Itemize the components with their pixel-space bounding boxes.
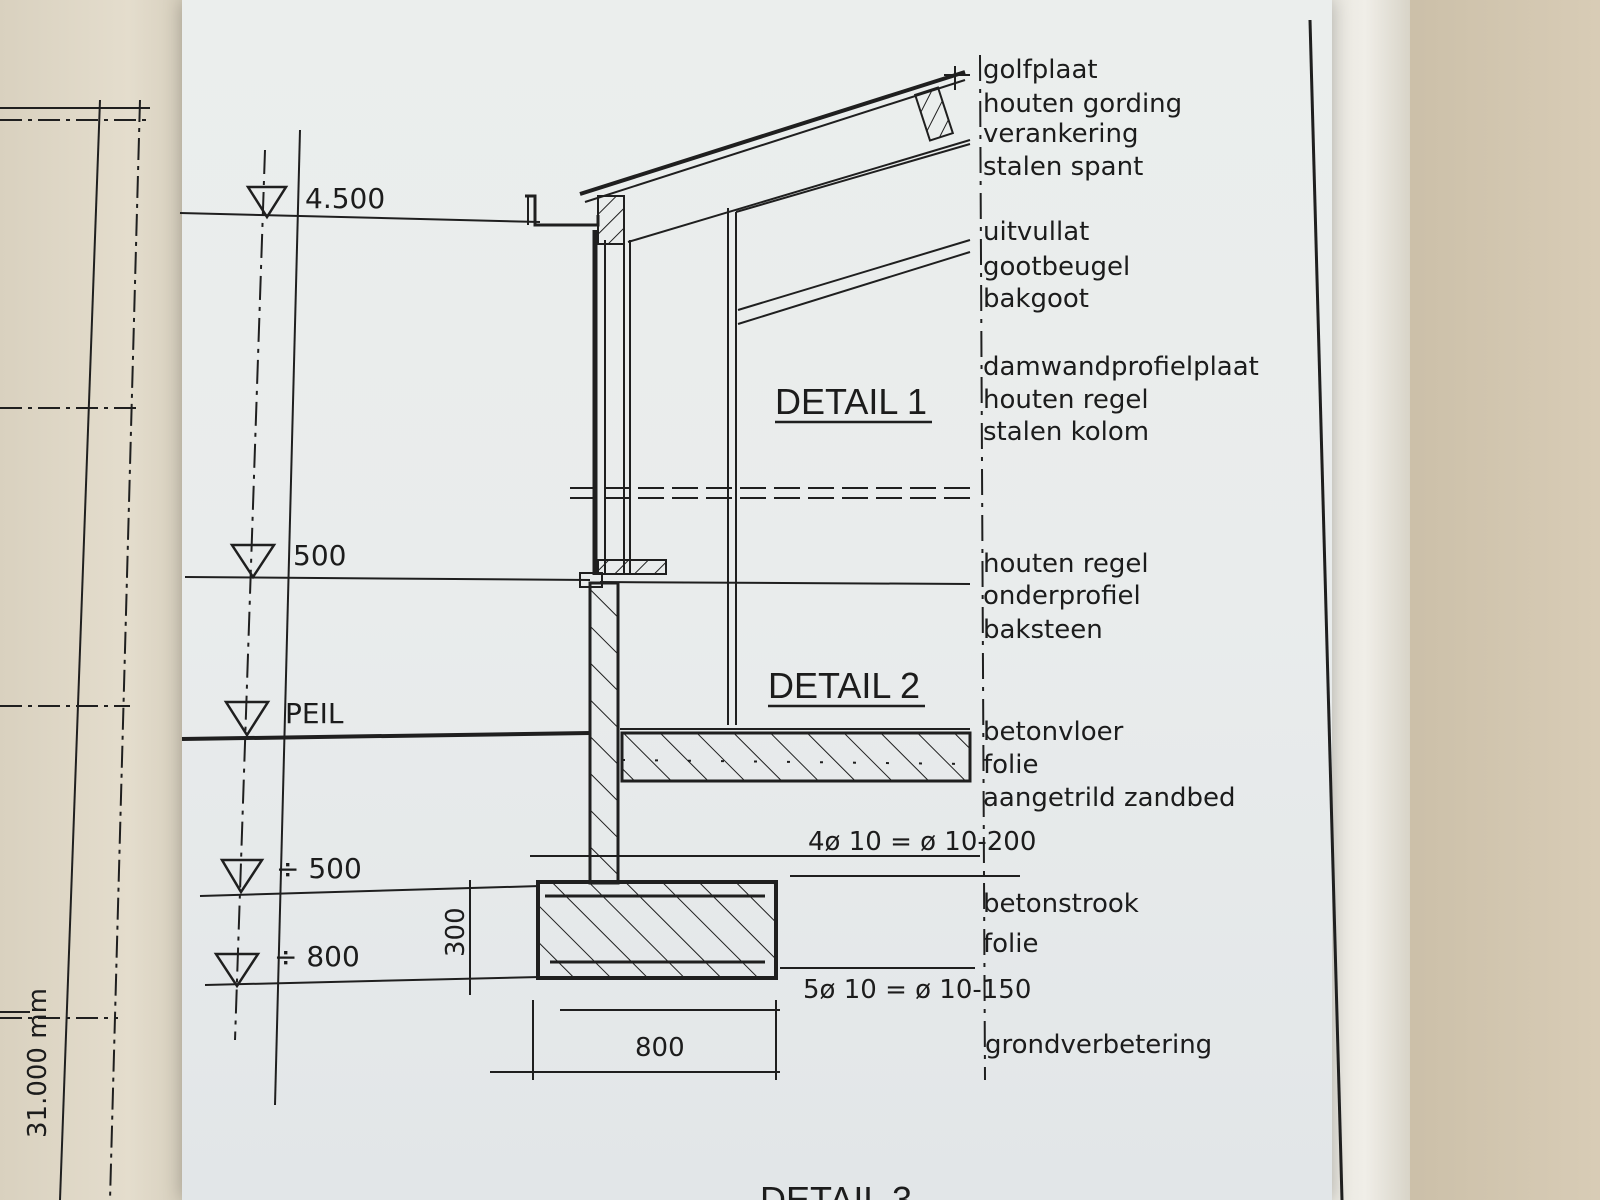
label-betonstrook: betonstrook (983, 889, 1139, 919)
level-peil-label: PEIL (285, 697, 344, 730)
label-gootbeugel: gootbeugel (983, 252, 1130, 282)
detail3-title: DETAIL 3 (760, 1179, 912, 1200)
labels-floor: betonvloer folie aangetrild zandbed (983, 717, 1236, 813)
label-stalen-kolom: stalen kolom (983, 417, 1149, 447)
label-houten-regel-top: houten regel (983, 385, 1149, 415)
left-sheet-lines (0, 99, 150, 1200)
drawing-sheet (182, 0, 1332, 1200)
detail2-title: DETAIL 2 (768, 665, 920, 706)
label-column-axis (979, 54, 986, 1081)
labels-foundation: betonstrook folie (983, 889, 1139, 959)
label-uitvullat: uitvullat (983, 217, 1089, 247)
level-marker-min500 (199, 858, 541, 897)
label-folie-foundation: folie (983, 929, 1039, 959)
level-marker-4500 (179, 185, 541, 223)
label-houten-gording: houten gording (983, 89, 1182, 119)
label-damwandprofielplaat: damwandprofielplaat (983, 352, 1259, 382)
adjacent-paper-edge (1320, 0, 1410, 1200)
label-aangetrild-zandbed: aangetrild zandbed (983, 783, 1236, 813)
label-bakgoot: bakgoot (983, 284, 1089, 314)
wall-background (1400, 0, 1600, 1200)
wall-column (592, 208, 737, 725)
label-stalen-spant: stalen spant (983, 152, 1143, 182)
level-marker-500 (184, 543, 591, 581)
rebar-top-label: 4ø 10 = ø 10-200 (808, 827, 1036, 857)
level-4500-label: 4.500 (305, 182, 385, 215)
rebar-bottom-label: 5ø 10 = ø 10-150 (803, 975, 1031, 1005)
labels-wall: damwandprofielplaat houten regel stalen … (983, 352, 1259, 447)
label-betonvloer: betonvloer (983, 717, 1124, 747)
label-baksteen: baksteen (983, 615, 1103, 645)
labels-roof: golfplaat houten gording verankering sta… (983, 55, 1182, 182)
label-folie-floor: folie (983, 750, 1039, 780)
left-sheet-dimension: 31.000 mm (23, 988, 53, 1138)
label-onderprofiel: onderprofiel (983, 581, 1141, 611)
foundation-strip (530, 855, 1020, 1011)
brick-wall (588, 581, 620, 885)
level-min500-label: ÷ 500 (276, 852, 362, 885)
detail1-title: DETAIL 1 (775, 381, 927, 422)
floor-slab (620, 728, 972, 783)
level-axis (234, 129, 301, 1106)
label-verankering: verankering (983, 119, 1139, 149)
adjacent-drawing-sheet (0, 0, 215, 1200)
label-houten-regel-base: houten regel (983, 549, 1149, 579)
roof-structure (579, 66, 971, 325)
footing-width-label: 800 (635, 1033, 685, 1063)
labels-gutter: uitvullat gootbeugel bakgoot (983, 217, 1130, 314)
level-500-label: 500 (293, 539, 346, 572)
base-rail (579, 559, 971, 588)
level-min800-label: ÷ 800 (274, 940, 360, 973)
label-golfplaat: golfplaat (983, 55, 1098, 85)
footing-dimensions (469, 880, 780, 1080)
labels-base: houten regel onderprofiel baksteen (983, 549, 1149, 645)
gutter (525, 194, 600, 227)
level-marker-peil (181, 700, 591, 741)
footing-height-label: 300 (441, 907, 471, 957)
sheet-border (1308, 19, 1344, 1200)
label-grondverbetering: grondverbetering (985, 1030, 1212, 1060)
level-marker-min800 (204, 952, 541, 989)
